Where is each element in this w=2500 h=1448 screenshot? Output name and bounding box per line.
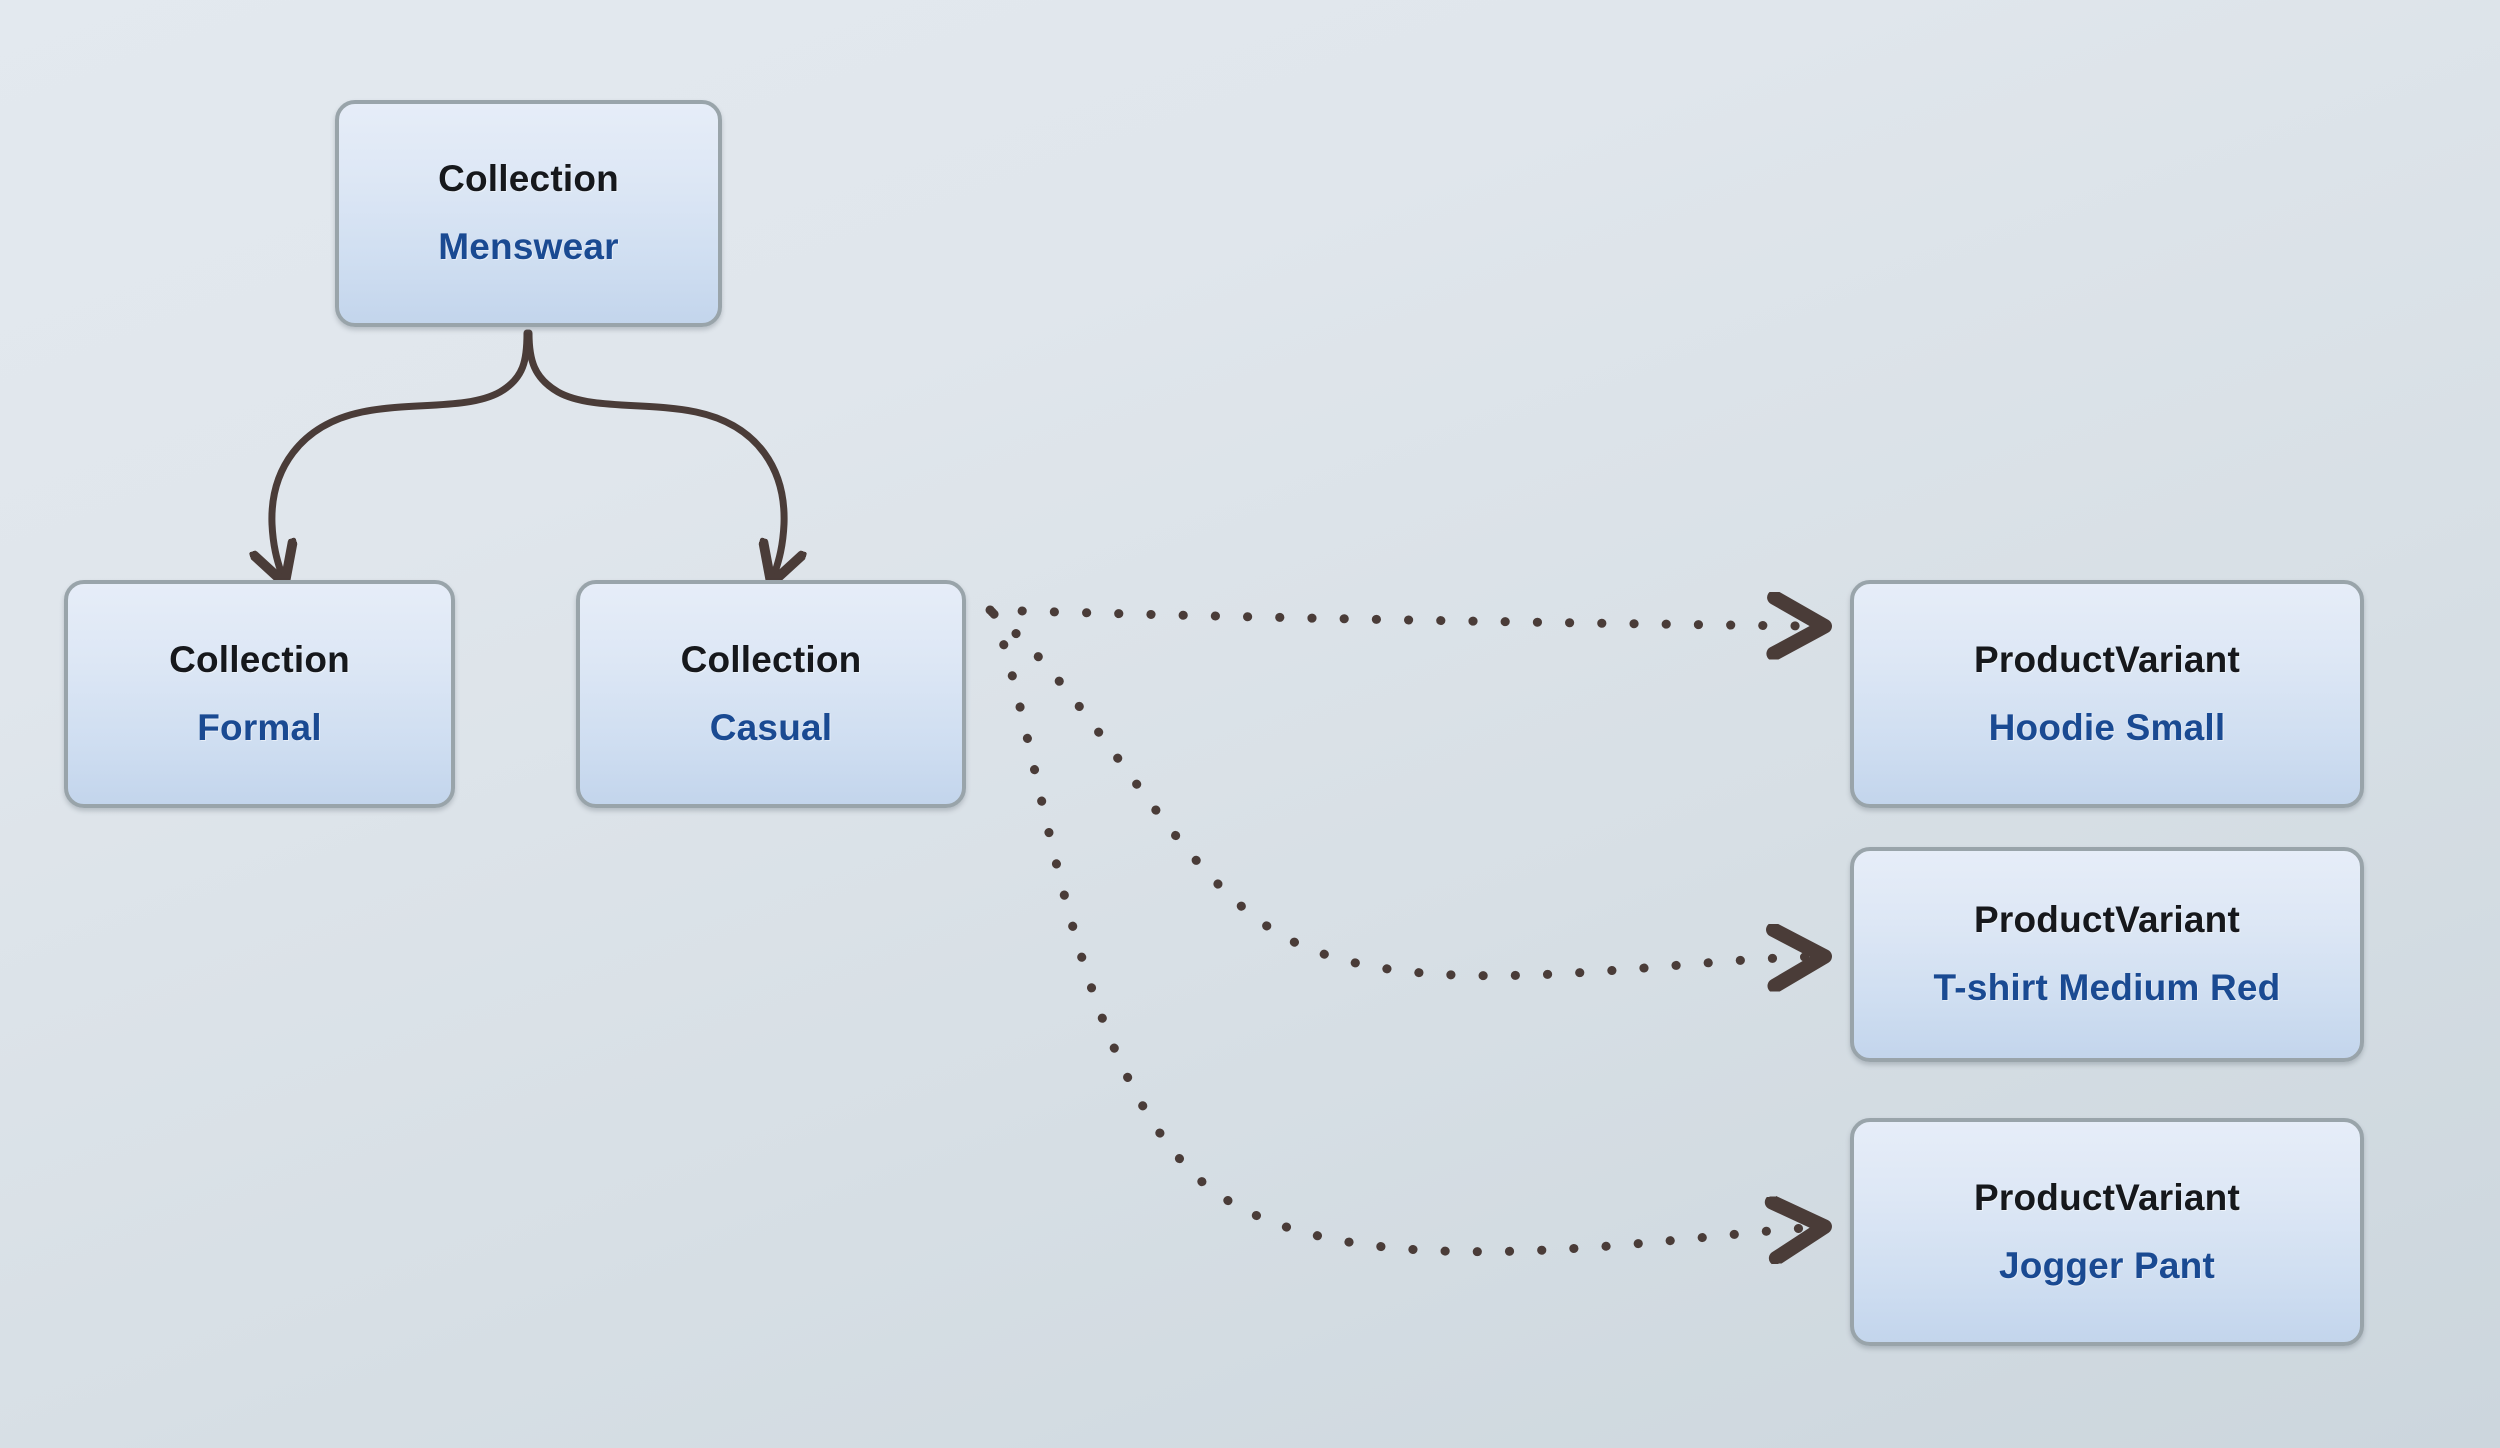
edge-casual-tshirt xyxy=(987,607,1805,976)
node-collection-menswear[interactable]: Collection Menswear xyxy=(335,100,722,327)
node-type-label: ProductVariant xyxy=(1974,899,2240,941)
edge-casual-hoodie xyxy=(985,610,1805,626)
node-type-label: Collection xyxy=(438,158,619,200)
edge-menswear-formal xyxy=(272,329,531,572)
node-name-label: Menswear xyxy=(438,226,619,267)
node-collection-formal[interactable]: Collection Formal xyxy=(64,580,455,808)
edge-casual-jogger xyxy=(989,609,1805,1252)
node-name-label: Hoodie Small xyxy=(1988,706,2226,748)
node-type-label: Collection xyxy=(169,638,350,680)
node-name-label: Casual xyxy=(709,706,833,748)
edge-menswear-casual xyxy=(525,329,784,572)
node-collection-casual[interactable]: Collection Casual xyxy=(576,580,966,808)
node-type-label: Collection xyxy=(680,638,862,680)
node-productvariant-jogger-pant[interactable]: ProductVariant Jogger Pant xyxy=(1850,1118,2364,1346)
node-productvariant-hoodie-small[interactable]: ProductVariant Hoodie Small xyxy=(1850,580,2364,808)
node-name-label: Formal xyxy=(197,706,322,748)
node-name-label: T-shirt Medium Red xyxy=(1933,967,2281,1008)
node-type-label: ProductVariant xyxy=(1974,638,2240,680)
node-productvariant-tshirt-medium-red[interactable]: ProductVariant T-shirt Medium Red xyxy=(1850,847,2364,1062)
node-type-label: ProductVariant xyxy=(1974,1176,2240,1218)
node-name-label: Jogger Pant xyxy=(1998,1244,2216,1286)
